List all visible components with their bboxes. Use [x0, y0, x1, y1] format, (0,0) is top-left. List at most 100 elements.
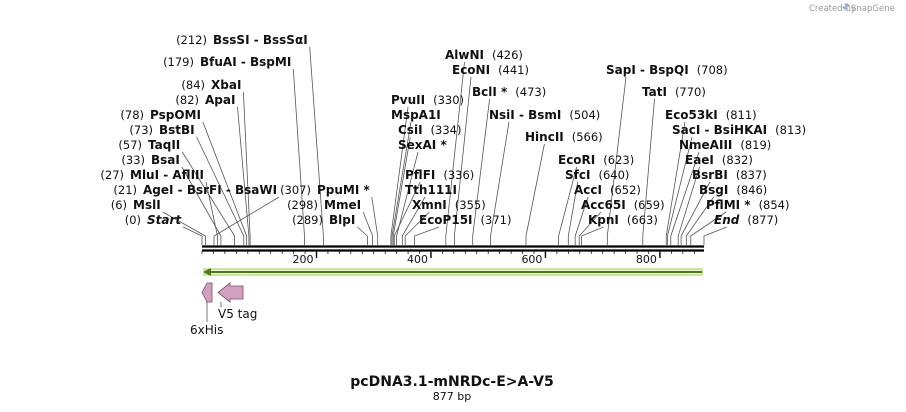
site-bstbi: BstBI (73): [129, 123, 194, 137]
site-pos-tati: (770): [675, 85, 706, 99]
site-labels: Start(0)MslI(6)AgeI - BsrFI - BsaWI(21)M…: [100, 33, 806, 227]
site-acci: AccI(652): [574, 183, 641, 197]
orf-arrow: [203, 268, 703, 276]
site-pflfi: PflFI(336): [405, 168, 474, 182]
leader-line-bstbi: [196, 136, 245, 245]
site-name-pspomi: PspOMI: [150, 108, 201, 122]
site-pos-saci-bsihkai: (813): [775, 123, 806, 137]
site-ecop15i: EcoP15I(371): [419, 213, 511, 227]
leader-line-pflfi: [393, 181, 421, 245]
site-name-bcli: BclI *: [472, 85, 508, 99]
site-name-tati: TatI: [642, 85, 667, 99]
site-pflmi: PflMI *(854): [706, 198, 790, 212]
leader-line-hincii: [525, 143, 545, 245]
leader-line-pvuii: [390, 106, 409, 245]
leader-line-alwni: [445, 61, 465, 245]
leader-line-agei-bsrfi-bsawi: [213, 196, 280, 245]
leader-line-end: [703, 226, 727, 245]
site-taqii: TaqII (57): [118, 138, 180, 152]
scale-tick-label: 200: [292, 253, 313, 266]
site-pos-nmeaiii: (819): [740, 138, 771, 152]
site-ppumi: PpuMI *(307): [280, 183, 370, 197]
site-name-end: End: [714, 213, 740, 227]
leader-line-tati: [642, 98, 655, 245]
feature-6xhis: 6xHis: [190, 282, 223, 337]
site-bcli: BclI *(473): [472, 85, 546, 99]
site-blpi: BlpI(289): [292, 213, 355, 227]
site-xbai: XbaI(84): [181, 78, 241, 92]
site-pos-pvuii: (330): [433, 93, 464, 107]
site-bsrbi: BsrBI(837): [692, 168, 767, 182]
site-bsai: BsaI(33): [121, 153, 179, 167]
site-pos-pspomi: (78): [120, 108, 144, 122]
site-ecori: EcoRI (623): [558, 153, 634, 167]
site-tati: TatI (770): [642, 85, 706, 99]
map-length: 877 bp: [433, 390, 471, 403]
site-name-blpi: BlpI: [329, 213, 355, 227]
leader-line-econi: [454, 76, 472, 245]
leader-line-nmeaiii: [670, 151, 700, 245]
leader-line-mmei: [362, 211, 373, 245]
leader-line-xbai: [243, 91, 251, 245]
site-pos-bstbi: (73): [129, 123, 153, 137]
site-pos-ecori: (623): [603, 153, 634, 167]
credit-brand: SnapGene: [851, 4, 895, 14]
site-econi: EcoNI(441): [452, 63, 529, 77]
site-pos-kpni: (663): [627, 213, 658, 227]
leader-line-bsssi-bsss-i: [309, 46, 324, 245]
site-name-mlui-afliii: MluI - AflIII: [130, 168, 204, 182]
site-pos-hincii: (566): [572, 130, 603, 144]
site-name-sexai: SexAI *: [398, 138, 447, 152]
site-acc65i: Acc65I(659): [581, 198, 665, 212]
site-name-ecori: EcoRI: [558, 153, 595, 167]
scale-tick-label: 800: [636, 253, 657, 266]
leader-line-taqii: [181, 151, 235, 245]
site-bsgi: BsgI(846): [699, 183, 767, 197]
leader-line-blpi: [357, 226, 368, 245]
leader-line-acc65i: [578, 211, 602, 245]
site-name-sfci: SfcI: [565, 168, 590, 182]
site-pos-eaei: (832): [722, 153, 753, 167]
site-pos-ecop15i: (371): [481, 213, 512, 227]
site-tth111i: Tth111I: [405, 183, 457, 197]
site-name-taqii: TaqII: [148, 138, 180, 152]
site-nsii-bsmi: NsiI - BsmI(504): [489, 108, 600, 122]
leader-line-mlui-afliii: [205, 181, 218, 245]
site-name-nmeaiii: NmeAIII: [679, 138, 732, 152]
site-name-ppumi: PpuMI *: [317, 183, 371, 197]
site-name-agei-bsrfi-bsawi: AgeI - BsrFI - BsaWI: [143, 183, 277, 197]
site-name-pflfi: PflFI: [405, 168, 435, 182]
leader-line-msli: [162, 211, 206, 245]
site-name-acc65i: Acc65I: [581, 198, 626, 212]
site-name-mspa1i: MspA1I: [391, 108, 441, 122]
site-csii: CsiI(334): [398, 123, 461, 137]
site-bfuai-bspmi: BfuAI - BspMI(179): [163, 55, 291, 69]
site-pos-mmei: (298): [287, 198, 318, 212]
site-name-pflmi: PflMI *: [706, 198, 751, 212]
site-sapi-bspqi: SapI - BspQI(708): [606, 63, 728, 77]
leader-line-pflmi: [690, 211, 727, 245]
leader-line-eco53ki: [665, 121, 686, 245]
site-name-kpni: KpnI: [588, 213, 619, 227]
site-pvuii: PvuII (330): [391, 93, 464, 107]
site-kpni: KpnI (663): [588, 213, 658, 227]
site-pos-taqii: (57): [118, 138, 142, 152]
leader-line-sfci: [567, 181, 579, 245]
site-pos-agei-bsrfi-bsawi: (21): [113, 183, 137, 197]
leader-line-csii: [392, 136, 411, 245]
site-name-bstbi: BstBI: [159, 123, 195, 137]
site-start: Start(0): [125, 213, 183, 227]
site-apai: ApaI(82): [175, 93, 235, 107]
credit-prefix: Created by: [809, 4, 856, 14]
site-name-bsrbi: BsrBI: [692, 168, 728, 182]
site-pos-bsgi: (846): [736, 183, 767, 197]
site-leader-lines: [162, 46, 727, 245]
feature-label-6xhis: 6xHis: [190, 323, 223, 337]
site-name-xmni: XmnI: [412, 198, 447, 212]
scale-tick-label: 600: [521, 253, 542, 266]
site-hincii: HincII(566): [525, 130, 603, 144]
site-eaei: EaeI(832): [685, 153, 753, 167]
site-saci-bsihkai: SacI - BsiHKAI(813): [672, 123, 806, 137]
site-name-pvuii: PvuII: [391, 93, 425, 107]
